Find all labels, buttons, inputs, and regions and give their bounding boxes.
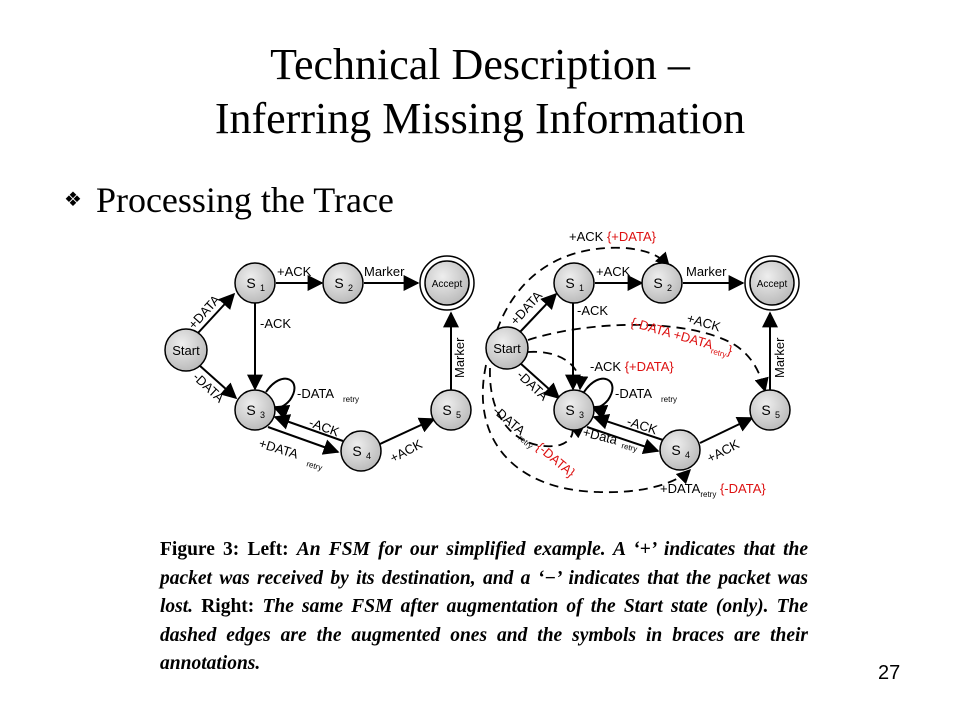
right-state-s4-label: S <box>671 442 680 458</box>
right-state-s5-label: S <box>761 402 770 418</box>
left-label-s3-s4: +DATA <box>257 436 300 462</box>
right-state-s3: S 3 <box>553 389 595 431</box>
right-label-s4-s5: +ACK <box>704 436 742 466</box>
right-aug-edge-start-s3-loop <box>489 367 585 448</box>
left-fsm: Start S 1 S 2 Accept S 3 S 4 S <box>164 255 475 473</box>
four-diamond-bullet-icon: ❖ <box>64 187 82 211</box>
right-aug-edge-start-s4 <box>481 364 692 494</box>
right-state-s3-sub: 3 <box>579 410 584 420</box>
right-label-s5-accept: Marker <box>772 337 787 378</box>
bullet-text: Processing the Trace <box>95 180 394 220</box>
right-label-s3-self: -DATA <box>615 386 652 401</box>
left-state-s1: S 1 <box>234 262 276 304</box>
right-fsm: Start S 1 S 2 Accept S 3 S 4 S <box>481 229 800 499</box>
right-state-s1-sub: 1 <box>579 283 584 293</box>
left-state-s5-sub: 5 <box>456 410 461 420</box>
right-state-start: Start <box>485 326 529 370</box>
right-state-s5: S 5 <box>749 389 791 431</box>
right-label-s1-s3: -ACK <box>577 303 608 318</box>
caption-right-label: Right: <box>201 596 255 618</box>
left-label-s3-self: -DATA <box>297 386 334 401</box>
left-label-s5-accept: Marker <box>452 337 467 378</box>
right-state-s4-sub: 4 <box>685 450 690 460</box>
left-state-s1-label: S <box>246 275 255 291</box>
left-state-s2-label: S <box>334 275 343 291</box>
left-state-accept: Accept <box>419 255 475 311</box>
left-edge-s3-self <box>265 377 296 420</box>
caption-left-label: Left: <box>247 539 289 560</box>
right-state-s4: S 4 <box>659 429 701 471</box>
bullet-item: ❖ Processing the Trace <box>64 178 394 227</box>
slide-title-line-1: Technical Description – <box>270 40 690 89</box>
right-state-s2-label: S <box>653 275 662 291</box>
right-edge-start-s3 <box>519 362 561 400</box>
right-state-s1-label: S <box>565 275 574 291</box>
right-edge-start-s1 <box>519 292 558 333</box>
right-state-s1: S 1 <box>553 262 595 304</box>
left-edge-s4-s3 <box>273 414 344 442</box>
right-state-s5-sub: 5 <box>775 410 780 420</box>
caption-left-text: An FSM for our simplified example. A ‘+’… <box>160 539 809 618</box>
left-label-s3-self-sub: retry <box>343 395 359 404</box>
right-label-s3-s4-sub: retry <box>621 441 639 454</box>
left-label-s4-s5: +ACK <box>387 436 425 466</box>
left-state-s2: S 2 <box>322 262 364 304</box>
left-state-s5: S 5 <box>430 389 472 431</box>
right-label-s3-s4: +Data <box>581 424 619 447</box>
right-label-s3-self-sub: retry <box>661 395 677 404</box>
right-label-s1-s2: +ACK <box>596 264 631 279</box>
right-label-aug-start-s2: +ACK {+DATA} <box>569 229 657 244</box>
right-aug-edge-start-s5 <box>527 323 769 393</box>
left-state-s4: S 4 <box>340 430 382 472</box>
left-label-s4-s3: -ACK <box>307 415 342 440</box>
figure-caption: Figure 3: Left: An FSM for our simplifie… <box>160 536 808 679</box>
right-edge-s4-s3 <box>592 413 664 441</box>
page-number: 27 <box>878 662 901 684</box>
right-state-s3-label: S <box>565 402 574 418</box>
left-state-s5-label: S <box>442 402 451 418</box>
right-edge-s3-self <box>583 377 614 420</box>
right-label-aug-start-s4: +DATAretry {-DATA} <box>660 481 766 499</box>
right-state-s2-sub: 2 <box>667 283 672 293</box>
right-state-accept: Accept <box>744 255 800 311</box>
left-edge-s3-s4 <box>267 426 340 455</box>
right-edge-s4-s5 <box>699 417 754 444</box>
left-state-s3-label: S <box>246 402 255 418</box>
left-state-s4-sub: 4 <box>366 451 371 461</box>
left-state-accept-label: Accept <box>432 279 463 290</box>
left-state-s3-sub: 3 <box>260 410 265 420</box>
right-state-accept-label: Accept <box>757 279 788 290</box>
left-label-s1-s3: -ACK <box>260 316 291 331</box>
right-state-start-label: Start <box>493 341 521 356</box>
left-edge-s4-s5 <box>379 417 436 445</box>
right-edge-s3-s4 <box>586 426 660 454</box>
left-state-s2-sub: 2 <box>348 283 353 293</box>
right-state-s2: S 2 <box>641 262 683 304</box>
left-edge-start-s3 <box>198 364 238 400</box>
left-edge-start-s1 <box>197 292 236 334</box>
left-state-s1-sub: 1 <box>260 283 265 293</box>
caption-right-text: The same FSM after augmentation of the S… <box>160 596 809 675</box>
slide-title-line-2: Inferring Missing Information <box>214 94 746 143</box>
right-label-s2-accept: Marker <box>686 264 727 279</box>
left-state-s3: S 3 <box>234 389 276 431</box>
left-label-s3-s4-sub: retry <box>305 459 323 472</box>
left-state-s4-label: S <box>352 443 361 459</box>
left-state-start: Start <box>164 328 208 372</box>
right-label-plus-data: +DATA <box>507 288 545 328</box>
left-label-s2-accept: Marker <box>364 264 405 279</box>
right-label-aug-start-s3: -ACK {+DATA} <box>590 359 674 374</box>
caption-figure-label: Figure 3: <box>160 539 240 560</box>
slide-title: Technical Description – Inferring Missin… <box>0 38 960 146</box>
left-label-s1-s2: +ACK <box>277 264 312 279</box>
right-aug-edge-start-s2 <box>496 246 670 331</box>
left-state-start-label: Start <box>172 343 200 358</box>
